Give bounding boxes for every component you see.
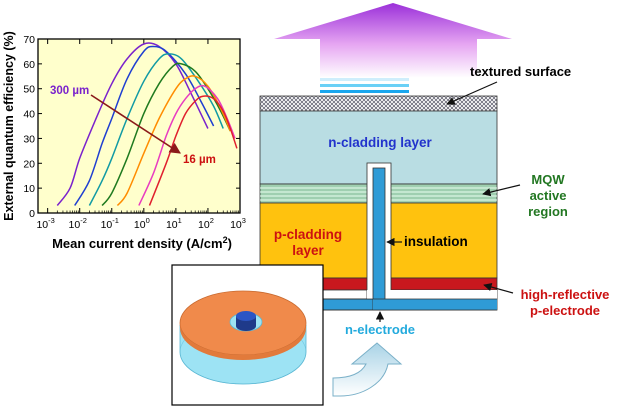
y-tick-label: 0 xyxy=(29,208,35,220)
x-tick-label: 101 xyxy=(166,216,182,231)
leader-mqw xyxy=(482,184,521,197)
label-n-cladding: n-cladding layer xyxy=(328,135,432,150)
x-tick-label: 10-1 xyxy=(101,216,119,231)
series-line-2 xyxy=(88,53,224,206)
label-mqw: MQW xyxy=(531,172,565,187)
chart-ticks xyxy=(38,38,241,214)
y-tick-label: 50 xyxy=(23,84,35,96)
y-tick-label: 20 xyxy=(23,158,35,170)
chart-xlabel: Mean current density (A/cm2) xyxy=(52,235,232,251)
series-line-1 xyxy=(74,45,215,206)
x-tick-label: 10-2 xyxy=(69,216,87,231)
label-n-electrode: n-electrode xyxy=(345,322,415,337)
series-line-3 xyxy=(101,62,231,206)
chart-series-group xyxy=(56,42,238,207)
leader-p-electrode xyxy=(483,282,514,294)
label-p-cladding: p-cladding xyxy=(274,227,342,242)
x-tick-label: 103 xyxy=(230,216,246,231)
y-tick-label: 10 xyxy=(23,183,35,195)
y-tick-label: 40 xyxy=(23,109,35,121)
label-p-cladding-layer: layer xyxy=(292,243,324,258)
curved-arrow xyxy=(332,342,403,397)
label-textured-surface: textured surface xyxy=(470,64,571,79)
chart-ylabel: External quantum efficiency (%) xyxy=(2,31,16,221)
series-line-5 xyxy=(138,84,236,206)
device-3d-inset xyxy=(171,264,324,406)
led-structure: textured surface n-cladding layer MQW ac… xyxy=(259,64,610,337)
annotation-16um: 16 µm xyxy=(183,154,216,166)
y-tick-label: 30 xyxy=(23,133,35,145)
x-tick-label: 10-3 xyxy=(36,216,54,231)
y-tick-label: 60 xyxy=(23,59,35,71)
annotation-arrow xyxy=(90,94,181,154)
label-p-electrode: p-electrode xyxy=(530,303,600,318)
series-line-0 xyxy=(56,42,209,206)
n-electrode-via xyxy=(372,167,386,311)
label-region: region xyxy=(528,204,568,219)
light-output-arrow xyxy=(274,3,512,93)
x-tick-label: 100 xyxy=(134,216,150,231)
label-insulation: insulation xyxy=(404,234,468,249)
label-active: active xyxy=(530,188,567,203)
series-line-4 xyxy=(116,75,231,207)
x-tick-label: 102 xyxy=(198,216,214,231)
y-tick-label: 70 xyxy=(23,34,35,46)
annotation-300um: 300 µm xyxy=(50,85,89,97)
leader-textured xyxy=(446,81,498,105)
label-high-reflective: high-reflective xyxy=(521,287,610,302)
